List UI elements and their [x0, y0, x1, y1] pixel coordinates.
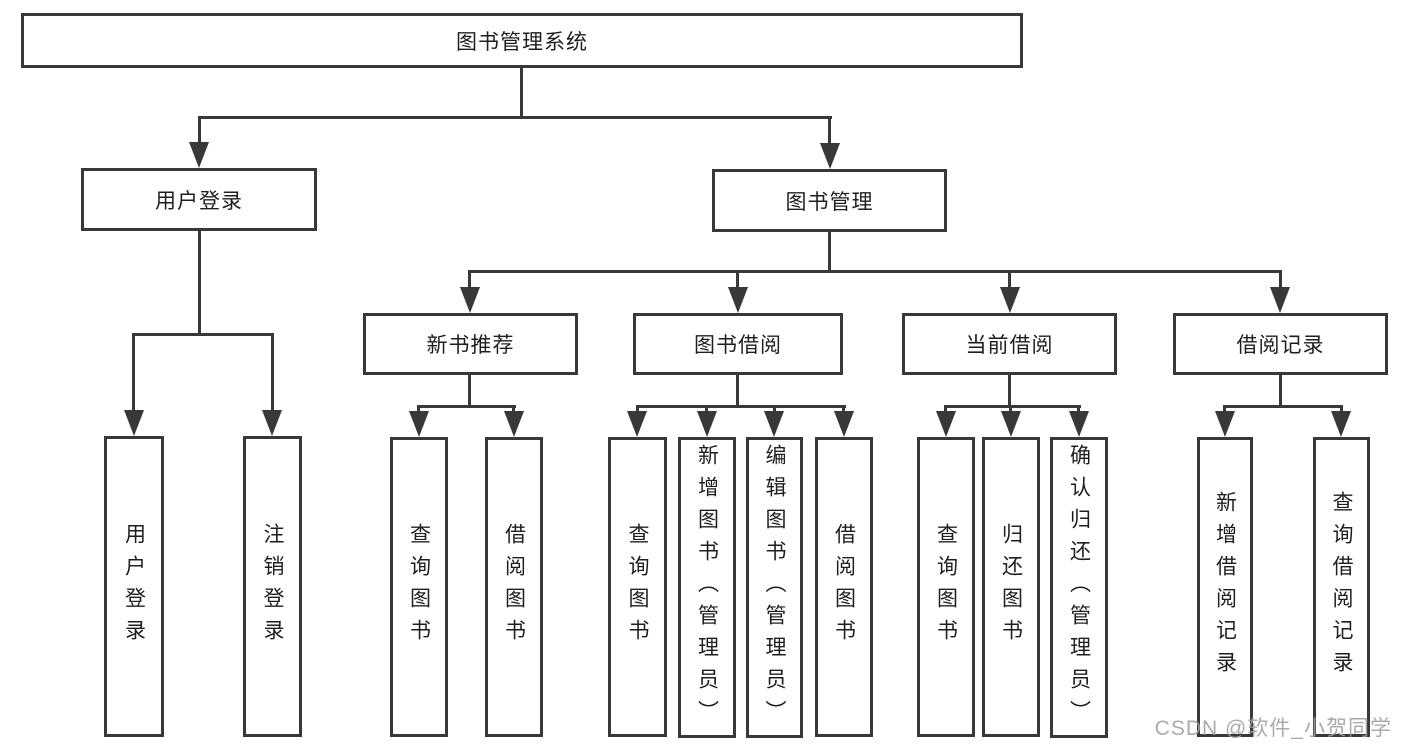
connector-line: [1077, 405, 1080, 414]
node-label: 查询图书: [626, 523, 649, 651]
node-label: 查询图书: [934, 523, 958, 651]
connector-line: [1008, 375, 1011, 408]
connector-line: [132, 333, 135, 412]
node-label: 图书借阅: [694, 334, 782, 357]
connector-line: [132, 333, 274, 336]
connector-line: [468, 375, 471, 408]
connector-line: [1279, 270, 1282, 290]
node-label: 借阅图书: [502, 523, 526, 651]
node-book-management: 图书管理: [712, 169, 947, 232]
connector-line: [468, 270, 1282, 273]
connector-line: [828, 116, 831, 146]
arrow-down-icon: [936, 411, 956, 437]
arrow-down-icon: [262, 410, 282, 436]
arrow-down-icon: [189, 142, 209, 168]
node-label: 编辑图书（管理员）: [763, 443, 786, 732]
arrow-down-icon: [697, 411, 717, 437]
leaf-borrow-books-recommend: 借阅图书: [485, 437, 543, 737]
leaf-borrow-books: 借阅图书: [815, 437, 873, 737]
arrow-down-icon: [1069, 411, 1089, 437]
leaf-query-books-borrowing: 查询图书: [608, 437, 667, 737]
connector-line: [736, 375, 739, 408]
connector-line: [417, 405, 420, 414]
connector-line: [944, 405, 1081, 408]
connector-line: [1008, 270, 1011, 290]
connector-line: [1223, 405, 1226, 414]
arrow-down-icon: [1331, 411, 1351, 437]
node-user-login: 用户登录: [81, 168, 317, 231]
leaf-query-books-current: 查询图书: [917, 437, 975, 737]
arrow-down-icon: [1270, 287, 1290, 313]
leaf-query-books-recommend: 查询图书: [390, 437, 448, 737]
connector-line: [705, 405, 708, 414]
connector-line: [636, 405, 639, 414]
node-label: 新书推荐: [426, 334, 515, 357]
leaf-logout: 注销登录: [243, 436, 302, 737]
arrow-down-icon: [1001, 411, 1021, 437]
node-label: 注销登录: [261, 522, 284, 651]
arrow-down-icon: [1215, 411, 1235, 437]
connector-line: [773, 405, 776, 414]
node-current-borrowing: 当前借阅: [902, 313, 1117, 375]
arrow-down-icon: [820, 143, 840, 169]
leaf-user-login: 用户登录: [104, 436, 164, 737]
node-book-borrowing: 图书借阅: [633, 313, 843, 375]
node-label: 借阅记录: [1236, 334, 1325, 357]
arrow-down-icon: [460, 287, 480, 313]
node-label: 归还图书: [999, 523, 1023, 651]
connector-line: [944, 405, 947, 414]
connector-line: [512, 405, 515, 414]
node-label: 查询图书: [407, 523, 431, 651]
arrow-down-icon: [124, 410, 144, 436]
connector-line: [198, 231, 201, 335]
leaf-edit-books-admin: 编辑图书（管理员）: [746, 437, 803, 738]
connector-line: [736, 270, 739, 290]
connector-line: [842, 405, 845, 414]
leaf-confirm-return-admin: 确认归还（管理员）: [1050, 437, 1108, 738]
node-label: 用户登录: [122, 522, 146, 651]
node-label: 图书管理系统: [456, 30, 588, 54]
connector-line: [1279, 375, 1282, 408]
node-label: 查询借阅记录: [1330, 491, 1353, 683]
connector-line: [520, 68, 523, 118]
connector-line: [271, 333, 274, 412]
arrow-down-icon: [728, 287, 748, 313]
node-new-book-recommend: 新书推荐: [363, 313, 578, 375]
connector-line: [417, 405, 516, 408]
node-library-management-system: 图书管理系统: [21, 13, 1023, 68]
arrow-down-icon: [627, 411, 647, 437]
leaf-query-borrow-record: 查询借阅记录: [1313, 437, 1370, 737]
leaf-add-borrow-record: 新增借阅记录: [1197, 437, 1253, 737]
node-label: 新增借阅记录: [1213, 491, 1237, 683]
connector-line: [1340, 405, 1343, 414]
arrow-down-icon: [504, 411, 524, 437]
watermark: CSDN @软件_小贺同学: [1154, 717, 1392, 740]
leaf-return-books: 归还图书: [982, 437, 1040, 737]
arrow-down-icon: [834, 411, 854, 437]
arrow-down-icon: [409, 411, 429, 437]
node-label: 新增图书（管理员）: [695, 443, 719, 732]
connector-line: [636, 405, 846, 408]
node-label: 图书管理: [785, 190, 874, 214]
node-label: 确认归还（管理员）: [1067, 443, 1091, 732]
node-label: 当前借阅: [965, 334, 1054, 357]
arrow-down-icon: [764, 411, 784, 437]
leaf-add-books-admin: 新增图书（管理员）: [678, 437, 736, 738]
connector-line: [1223, 405, 1343, 408]
connector-line: [828, 232, 831, 273]
connector-line: [468, 270, 471, 290]
connector-line: [1009, 405, 1012, 414]
node-borrowing-records: 借阅记录: [1173, 313, 1388, 375]
arrow-down-icon: [1000, 287, 1020, 313]
connector-line: [198, 116, 832, 119]
node-label: 用户登录: [155, 189, 243, 213]
node-label: 借阅图书: [832, 523, 856, 651]
connector-line: [198, 116, 201, 146]
